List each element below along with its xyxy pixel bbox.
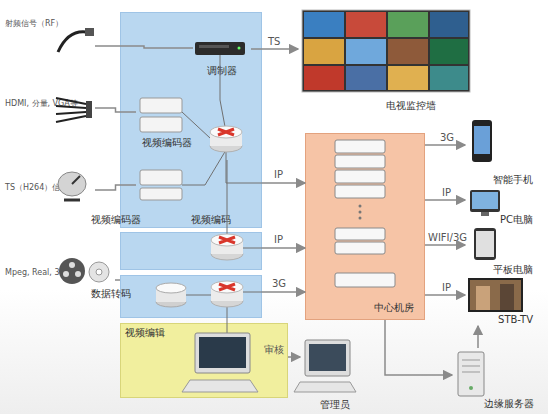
panel-band: 数据转码: [120, 275, 262, 318]
phone-icon: [472, 120, 492, 162]
computer-icon: [182, 333, 258, 392]
device-box: 调制器: [193, 39, 251, 79]
link-label: TS: [268, 36, 280, 48]
connector: [262, 291, 305, 293]
node-label: 中心机房: [374, 302, 414, 314]
link-label: IP: [274, 169, 283, 181]
display-wall: 电视监控墙: [298, 6, 476, 112]
node-label: 视频编辑: [125, 327, 165, 339]
computer-icon: [294, 340, 356, 392]
node-label: 边缘服务器: [484, 398, 534, 410]
server-icon: [335, 140, 395, 287]
connector: [425, 199, 465, 201]
link-label: WIFI/3G: [428, 232, 467, 244]
tv-icon: [468, 278, 523, 312]
edge-server-icon: [458, 352, 484, 396]
node-label: 智能手机: [493, 174, 533, 186]
wire: [182, 55, 262, 335]
connector: [425, 144, 465, 146]
node-label: 射频信号（RF）: [5, 18, 63, 30]
connector: [95, 108, 136, 112]
node-label: TS（H264）信号等: [5, 182, 76, 194]
input-source: Mpeg, Real, 3GP等: [3, 255, 115, 287]
edge-server: 边缘服务器: [452, 348, 534, 412]
terminal-device: PC电脑: [465, 188, 533, 226]
device-box: 视频编码器: [136, 95, 198, 149]
device-box: 视频编码器: [136, 166, 186, 206]
router-icon: [211, 281, 243, 307]
input-source: HDMI, 分量, VGA等: [3, 90, 95, 130]
av-cable-icon: [56, 98, 92, 122]
node-label: 视频编码: [191, 214, 231, 226]
node-label: 平板电脑: [493, 264, 533, 276]
node-label: 电视监控墙: [386, 100, 436, 112]
satellite-dish-icon: [58, 172, 86, 200]
terminal-device: 智能手机: [465, 116, 533, 186]
connector: [425, 294, 465, 296]
modulator-icon: [195, 42, 245, 55]
storage-icon: [156, 283, 186, 307]
connector: [251, 48, 298, 50]
node-label: 数据转码: [91, 288, 131, 300]
panel-band: 视频编码调制器视频编码器视频编码器: [120, 12, 262, 228]
router-icon: [210, 126, 242, 152]
link-label: 3G: [272, 278, 286, 290]
tv-wall-icon: [302, 10, 470, 92]
link-label: 审核: [264, 344, 284, 356]
connector: [262, 182, 305, 184]
link-label: 3G: [440, 132, 454, 144]
connector: [288, 356, 300, 358]
connector: [115, 279, 120, 281]
terminal-device: STB-TV: [465, 276, 533, 326]
node-label: HDMI, 分量, VGA等: [5, 98, 78, 110]
node-label: 管理员: [300, 399, 370, 411]
node-label: Mpeg, Real, 3GP等: [5, 267, 79, 279]
network-band: [120, 232, 262, 270]
node-label: STB-TV: [498, 314, 533, 326]
node-label: 调制器: [193, 65, 251, 77]
admin-station: 管理员: [300, 335, 370, 411]
pc-icon: [470, 190, 500, 216]
panel-band: 视频编辑: [120, 323, 288, 398]
link-label: IP: [442, 187, 451, 199]
link-label: IP: [274, 234, 283, 246]
node-label: 视频编码器: [136, 137, 198, 149]
link-label: IP: [442, 282, 451, 294]
connector: [95, 185, 136, 190]
connector: [95, 46, 193, 48]
rf-cable-icon: [58, 28, 94, 52]
node-label: 视频编码器: [91, 214, 141, 226]
connector: [477, 326, 479, 348]
router-icon: [211, 234, 243, 260]
ellipsis-dots: [359, 205, 362, 220]
data-center-box: 中心机房: [305, 133, 425, 320]
input-source: TS（H264）信号等: [3, 172, 95, 207]
connector: [385, 320, 452, 375]
encoder-icon: [140, 98, 182, 200]
input-source: 射频信号（RF）: [3, 12, 95, 58]
tablet-icon: [474, 228, 496, 260]
media-icon: [59, 258, 109, 284]
terminal-device: 平板电脑: [465, 226, 533, 276]
connector: [425, 244, 465, 246]
node-label: PC电脑: [500, 214, 533, 226]
arrow: [262, 247, 305, 249]
